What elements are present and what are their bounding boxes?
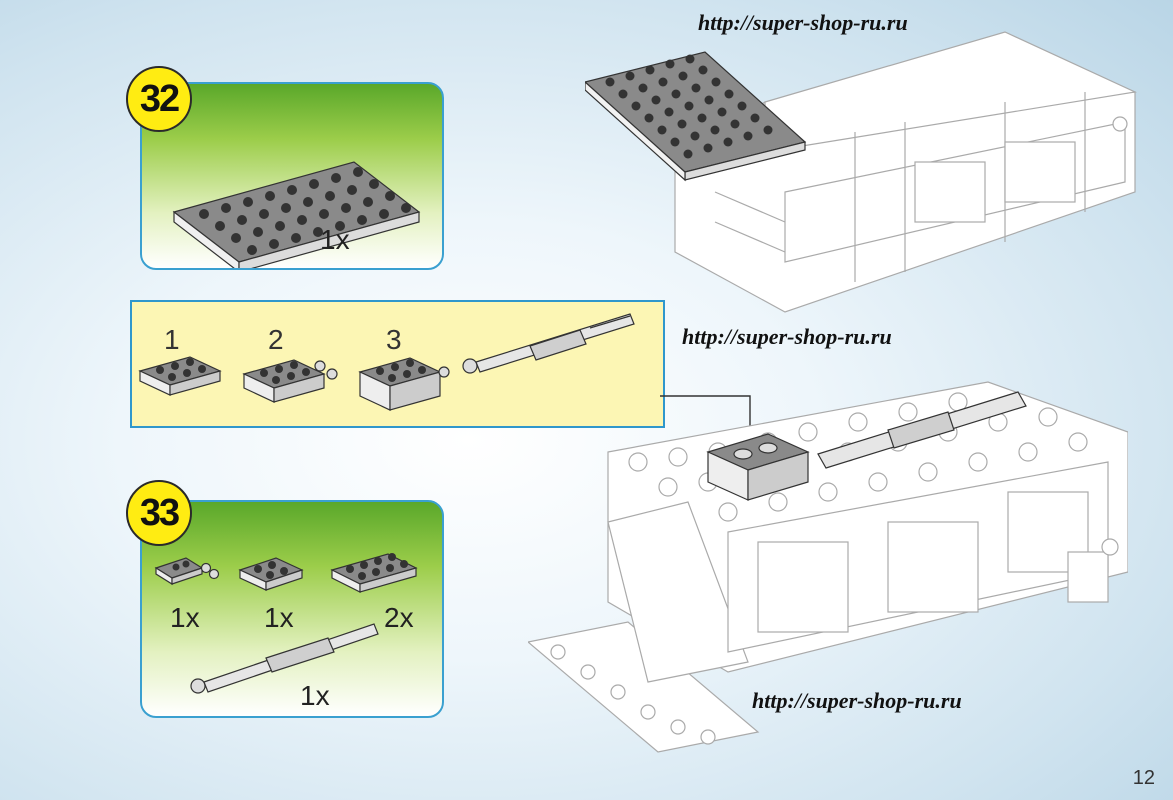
plate-4x8-icon <box>172 161 421 268</box>
page-number: 12 <box>1132 767 1155 789</box>
model-illustration-top <box>585 31 1138 313</box>
step-33-qty-hinge: 1x <box>170 602 200 633</box>
step-32-panel: 1x <box>140 82 444 270</box>
subassembly-step-2-label: 2 <box>268 324 284 355</box>
watermark-top: http://super-shop-ru.ru <box>698 10 908 35</box>
step-33-qty-plate-2x4: 2x <box>384 602 414 633</box>
step-33-parts-icon <box>154 553 418 694</box>
step-33-panel: 1x 1x 2x 1x <box>140 500 444 718</box>
step-33-qty-rod: 1x <box>300 680 330 711</box>
subassembly-illustration <box>138 313 635 411</box>
subassembly-panel: 1 2 3 <box>130 300 665 428</box>
subassembly-step-3-label: 3 <box>386 324 402 355</box>
model-illustration-bottom <box>528 381 1128 753</box>
step-33-qty-plate-2x2: 1x <box>264 602 294 633</box>
watermark-bottom: http://super-shop-ru.ru <box>752 688 962 713</box>
step-33-badge: 33 <box>126 480 192 546</box>
step-32-badge: 32 <box>126 66 192 132</box>
watermark-middle: http://super-shop-ru.ru <box>682 324 892 349</box>
step-32-quantity: 1x <box>320 224 350 255</box>
subassembly-step-1-label: 1 <box>164 324 180 355</box>
